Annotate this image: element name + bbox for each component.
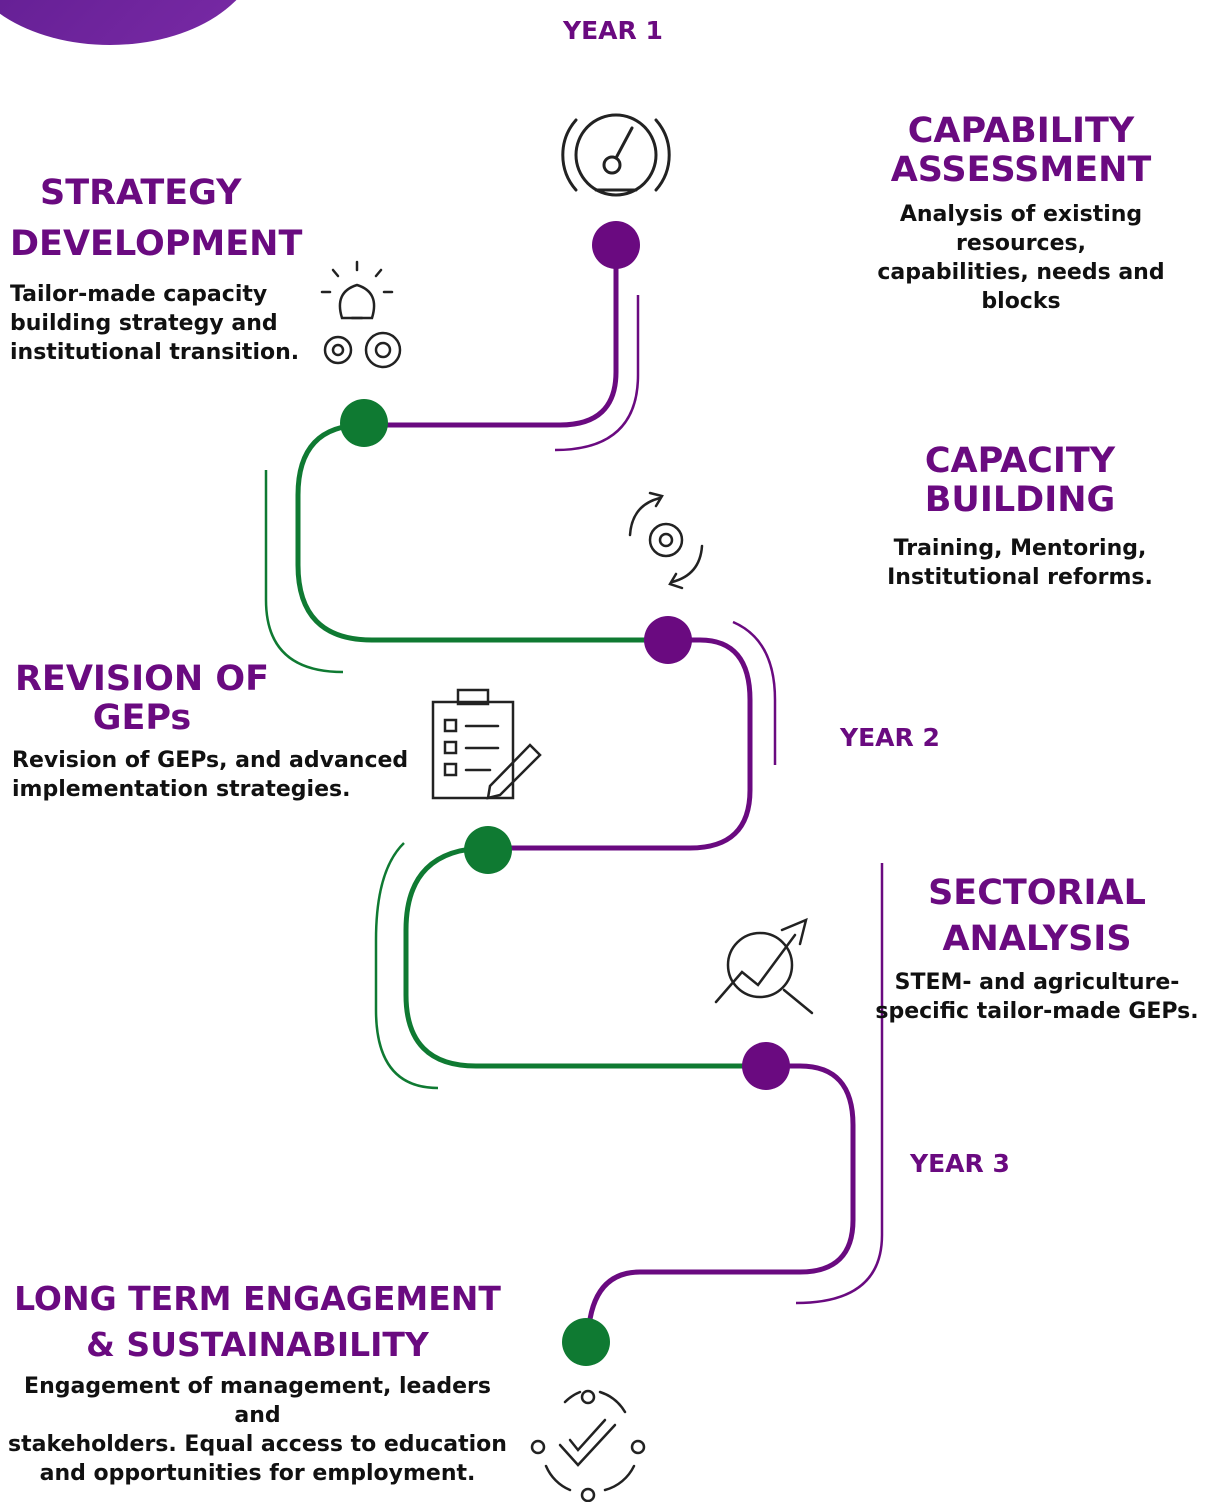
- stage-title: CAPABILITY ASSESSMENT: [836, 111, 1206, 191]
- gauge-icon: [561, 113, 671, 197]
- road-segment-3: [485, 637, 753, 851]
- road-segment-5: [585, 1063, 856, 1343]
- accent-arc-5: [795, 863, 884, 1305]
- stage-description-line: Training, Mentoring,: [893, 536, 1147, 562]
- clipboard-checklist-icon: [431, 688, 542, 800]
- stage-title: LONG TERM ENGAGEMENT & SUSTAINABILITY: [5, 1276, 510, 1368]
- stage-description-line: specific tailor-made GEPs.: [875, 999, 1199, 1025]
- road-segment-4: [403, 845, 769, 1069]
- year-2-label: YEAR 2: [840, 723, 940, 752]
- stage-description-line: Analysis of existing resources,: [899, 202, 1143, 257]
- year-3-label: YEAR 3: [910, 1149, 1010, 1178]
- stage-sectorial-analysis: SECTORIAL ANALYSIS STEM- and agriculture…: [872, 870, 1202, 1026]
- stage-title-line: CAPACITY: [924, 441, 1116, 481]
- stage-description: Engagement of management, leaders and st…: [5, 1372, 510, 1488]
- stage-title-line: DEVELOPMENT: [10, 223, 303, 264]
- stage-title-line: ANALYSIS: [942, 919, 1132, 960]
- stage-description: Analysis of existing resources, capabili…: [836, 200, 1206, 316]
- road: [295, 242, 856, 1343]
- accent-arcs: [264, 295, 884, 1305]
- stage-title: CAPACITY BUILDING: [880, 441, 1160, 521]
- stage-title-line: STRATEGY: [40, 173, 242, 213]
- road-segment-1: [361, 242, 619, 428]
- stage-description-line: building strategy and: [10, 310, 278, 336]
- milestone-dot-6: [562, 1318, 610, 1366]
- stage-title-line: REVISION OF: [14, 659, 270, 699]
- check-cycle-icon: [530, 1389, 646, 1502]
- stage-description: Tailor-made capacity building strategy a…: [10, 280, 310, 367]
- stage-title: SECTORIAL ANALYSIS: [872, 870, 1202, 962]
- stage-description-line: and opportunities for employment.: [39, 1461, 476, 1487]
- stage-title-line: LONG TERM ENGAGEMENT: [14, 1279, 501, 1318]
- stage-description-line: STEM- and agriculture-: [894, 970, 1180, 996]
- stage-description-line: capabilities, needs and blocks: [877, 260, 1165, 315]
- milestone-dot-3: [644, 616, 692, 664]
- stage-description-line: stakeholders. Equal access to education: [8, 1432, 507, 1458]
- year-1-label: YEAR 1: [563, 16, 663, 45]
- stage-title: STRATEGY DEVELOPMENT: [10, 168, 310, 270]
- stage-title-line: & SUSTAINABILITY: [86, 1325, 429, 1365]
- stage-description-line: implementation strategies.: [12, 777, 351, 803]
- stage-title: REVISION OF GEPs: [12, 659, 272, 739]
- milestone-dot-1: [592, 221, 640, 269]
- stage-title-line: ASSESSMENT: [890, 150, 1152, 191]
- milestone-dot-5: [742, 1042, 790, 1090]
- accent-arc-1: [554, 295, 640, 452]
- growth-analysis-icon: [714, 917, 814, 1015]
- milestone-dot-2: [340, 399, 388, 447]
- stage-description: Training, Mentoring, Institutional refor…: [880, 534, 1160, 592]
- stage-title-line: BUILDING: [924, 480, 1116, 521]
- stage-long-term-engagement: LONG TERM ENGAGEMENT & SUSTAINABILITY En…: [5, 1276, 510, 1489]
- gear-cycle-icon: [628, 491, 704, 590]
- stage-revision-of-geps: REVISION OF GEPs Revision of GEPs, and a…: [12, 659, 412, 804]
- stage-description-line: Institutional reforms.: [887, 565, 1153, 591]
- stage-capacity-building: CAPACITY BUILDING Training, Mentoring, I…: [880, 441, 1160, 592]
- milestone-dot-4: [464, 826, 512, 874]
- stage-description: STEM- and agriculture- specific tailor-m…: [872, 968, 1202, 1026]
- stage-title-line: SECTORIAL: [928, 873, 1146, 913]
- accent-arc-3: [732, 620, 777, 765]
- stage-description: Revision of GEPs, and advanced implement…: [12, 746, 412, 804]
- stage-description-line: institutional transition.: [10, 339, 300, 365]
- stage-capability-assessment: CAPABILITY ASSESSMENT Analysis of existi…: [836, 111, 1206, 317]
- accent-arc-2: [264, 470, 344, 674]
- stage-description-line: Engagement of management, leaders and: [24, 1374, 491, 1429]
- stage-description-line: Tailor-made capacity: [10, 281, 268, 307]
- stage-title-line: CAPABILITY: [907, 111, 1135, 151]
- stage-title-line: GEPs: [92, 698, 192, 739]
- stage-description-line: Revision of GEPs, and advanced: [12, 748, 409, 774]
- stage-strategy-development: STRATEGY DEVELOPMENT Tailor-made capacit…: [10, 168, 310, 367]
- lightbulb-gears-icon: [320, 260, 402, 369]
- road-segment-2: [295, 422, 671, 643]
- accent-arc-4: [374, 842, 439, 1090]
